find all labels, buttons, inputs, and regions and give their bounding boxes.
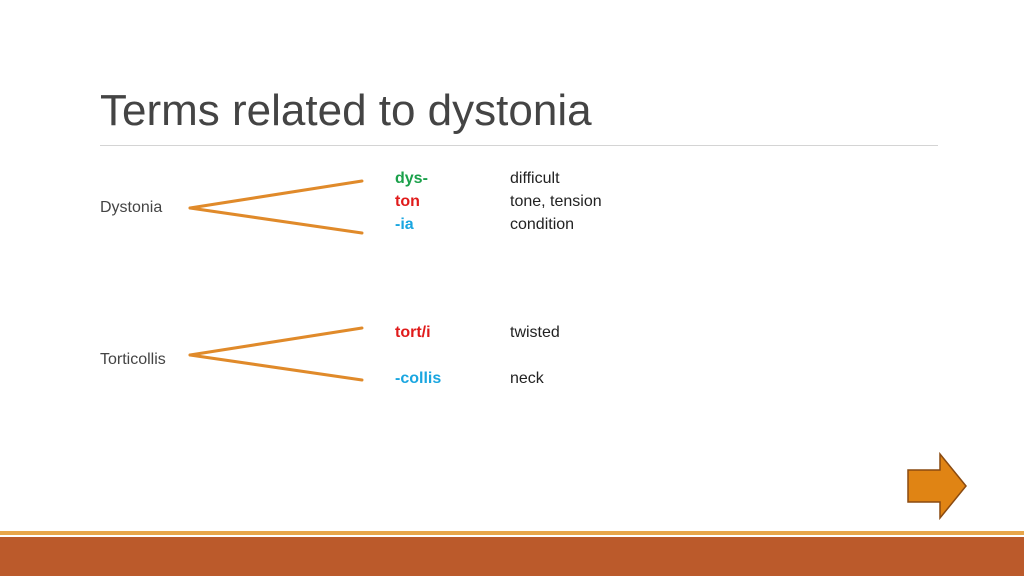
footer-bar (0, 537, 1024, 576)
term-dystonia: Dystonia (100, 199, 163, 216)
branch-line-dystonia-top (188, 179, 364, 210)
meaning-ton: tone, tension (510, 193, 602, 210)
word-part-torti: tort/i (395, 324, 431, 341)
branch-line-torticollis-bottom (188, 353, 364, 382)
meaning-collis: neck (510, 370, 544, 387)
word-part-dys: dys- (395, 170, 428, 187)
meaning-torti: twisted (510, 324, 560, 341)
branch-line-dystonia-bottom (188, 206, 364, 235)
word-part-collis: -collis (395, 370, 442, 387)
footer-accent-strip (0, 531, 1024, 535)
term-torticollis: Torticollis (100, 351, 166, 368)
word-part-ton: ton (395, 193, 420, 210)
meaning-ia: condition (510, 216, 575, 233)
title-divider (100, 145, 938, 146)
word-part-ia: -ia (395, 216, 414, 233)
slide-title: Terms related to dystonia (100, 86, 592, 135)
meaning-dys: difficult (510, 170, 560, 187)
branch-line-torticollis-top (188, 326, 364, 357)
right-arrow-icon[interactable] (906, 452, 968, 520)
